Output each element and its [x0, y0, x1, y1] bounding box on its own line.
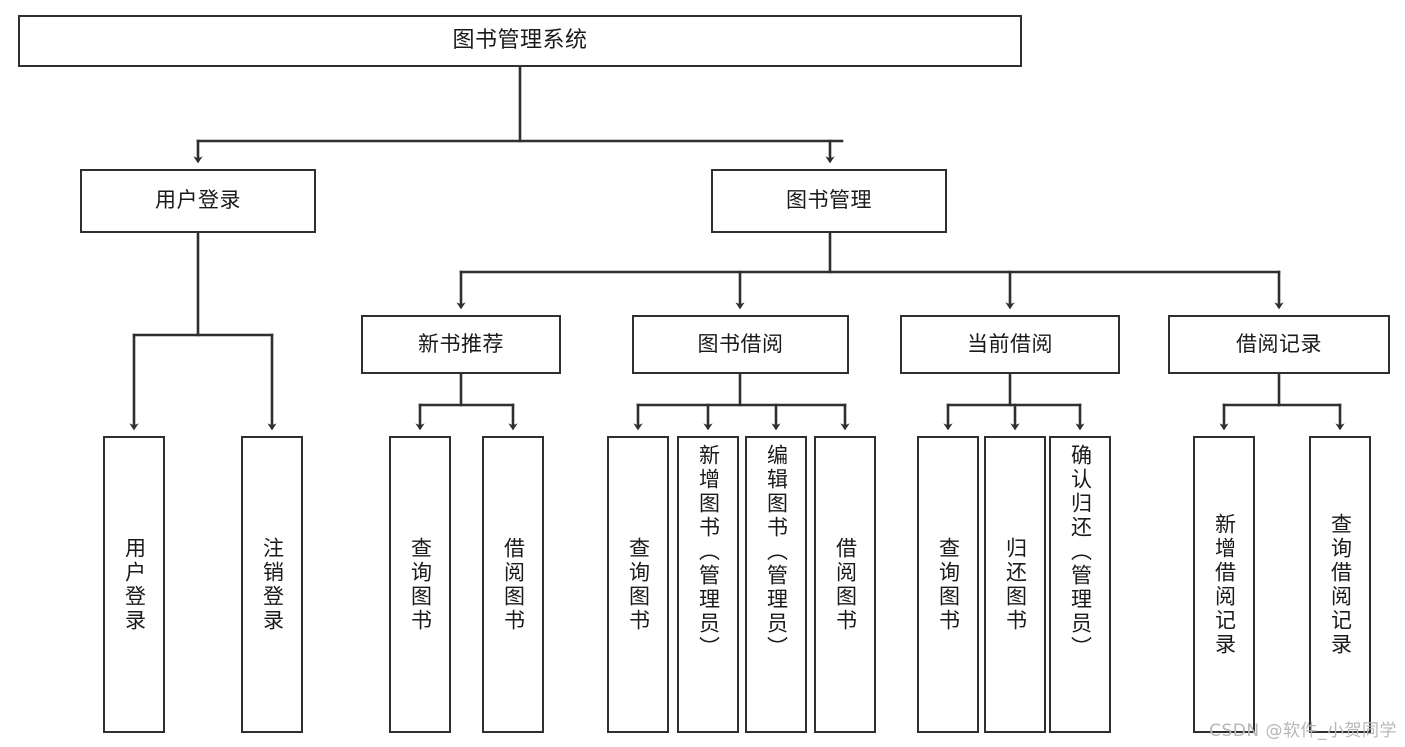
node-label: 新增图书（管理员）: [696, 444, 721, 660]
leaf-borrow-books-new[interactable]: 借阅图书: [482, 436, 544, 733]
node-label: 用户登录: [155, 188, 241, 213]
leaf-user-login[interactable]: 用户登录: [103, 436, 165, 733]
leaf-edit-book-admin[interactable]: 编辑图书（管理员）: [745, 436, 807, 733]
leaf-confirm-return-admin[interactable]: 确认归还（管理员）: [1049, 436, 1111, 733]
leaf-return-books[interactable]: 归还图书: [984, 436, 1046, 733]
node-new-book-recommend[interactable]: 新书推荐: [361, 315, 561, 374]
node-current-borrow[interactable]: 当前借阅: [900, 315, 1120, 374]
leaf-logout[interactable]: 注销登录: [241, 436, 303, 733]
node-label: 归还图书: [1003, 536, 1028, 633]
node-label: 查询图书: [626, 536, 651, 633]
node-label: 查询图书: [408, 536, 433, 633]
node-label: 编辑图书（管理员）: [764, 444, 789, 660]
node-label: 借阅记录: [1236, 331, 1322, 356]
node-label: 借阅图书: [833, 536, 858, 633]
node-label: 注销登录: [260, 536, 285, 633]
node-label: 借阅图书: [501, 536, 526, 633]
node-label: 查询借阅记录: [1328, 512, 1353, 657]
leaf-add-book-admin[interactable]: 新增图书（管理员）: [677, 436, 739, 733]
node-label: 用户登录: [122, 536, 147, 633]
node-label: 查询图书: [936, 536, 961, 633]
leaf-add-borrow-record[interactable]: 新增借阅记录: [1193, 436, 1255, 733]
leaf-borrow-books[interactable]: 借阅图书: [814, 436, 876, 733]
node-label: 新书推荐: [418, 331, 504, 356]
node-label: 图书管理系统: [452, 28, 588, 54]
node-label: 确认归还（管理员）: [1068, 444, 1093, 660]
leaf-query-books-borrow[interactable]: 查询图书: [607, 436, 669, 733]
node-book-management[interactable]: 图书管理: [711, 169, 947, 233]
node-root-system[interactable]: 图书管理系统: [18, 15, 1022, 67]
node-borrow-records[interactable]: 借阅记录: [1168, 315, 1390, 374]
leaf-query-books-current[interactable]: 查询图书: [917, 436, 979, 733]
node-label: 图书借阅: [697, 331, 784, 356]
node-label: 当前借阅: [967, 331, 1053, 356]
node-book-borrow[interactable]: 图书借阅: [632, 315, 849, 374]
csdn-watermark: CSDN @软件_小贺同学: [1209, 721, 1397, 741]
node-label: 图书管理: [786, 188, 872, 213]
leaf-query-borrow-record[interactable]: 查询借阅记录: [1309, 436, 1371, 733]
leaf-query-books-new[interactable]: 查询图书: [389, 436, 451, 733]
node-label: 新增借阅记录: [1212, 512, 1237, 657]
node-user-login[interactable]: 用户登录: [80, 169, 316, 233]
